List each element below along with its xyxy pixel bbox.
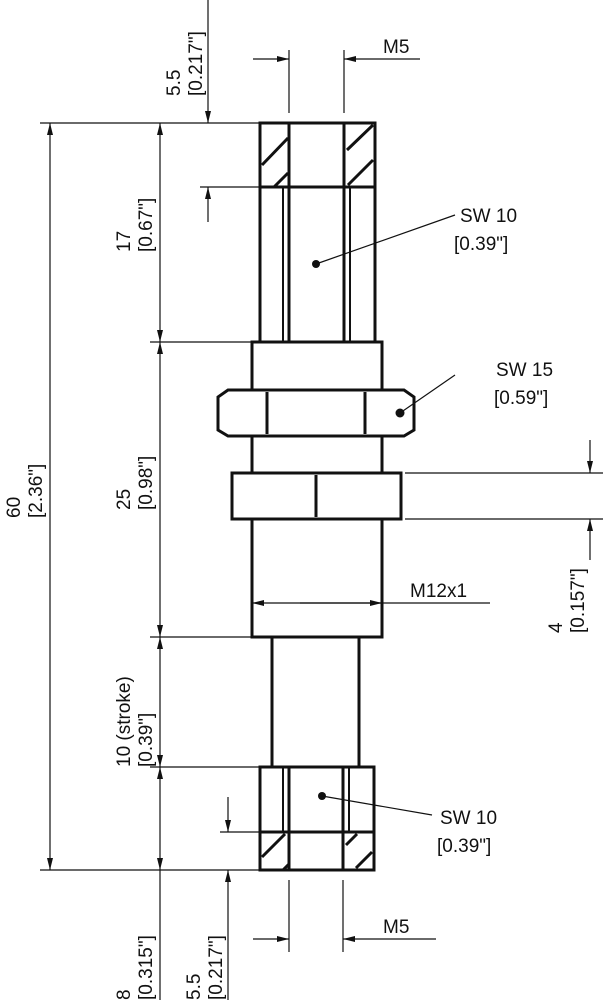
- bottom-inch: [0.315"]: [136, 935, 157, 1000]
- top-depth-value: 5.5: [164, 70, 185, 96]
- stroke-value: 10 (stroke): [114, 676, 135, 767]
- nut-inch: [0.157"]: [568, 568, 589, 633]
- top-depth-inch: [0.217"]: [186, 31, 207, 96]
- body-value: 25: [114, 489, 135, 510]
- top-thread-label: M5: [383, 37, 409, 58]
- leaders: [312, 214, 456, 816]
- bottom-depth-inch: [0.217"]: [206, 935, 227, 1000]
- body-inch: [0.98"]: [136, 456, 157, 510]
- top-section-value: 17: [114, 231, 135, 252]
- bottom-thread-label: M5: [383, 917, 409, 938]
- top-end-fitting: [258, 121, 377, 344]
- dimension-lines: [47, 0, 593, 1000]
- bottom-value: 8: [114, 989, 135, 1000]
- total-inch: [2.36"]: [26, 464, 47, 518]
- bottom-depth-value: 5.5: [184, 974, 205, 1000]
- body-thread-label: M12x1: [410, 581, 467, 602]
- nut-value: 4: [546, 622, 567, 633]
- sw-nut-inch: [0.59"]: [494, 388, 548, 409]
- sw-bottom-label: SW 10: [440, 808, 497, 829]
- sw-top-inch: [0.39"]: [454, 234, 508, 255]
- sw-nut-label: SW 15: [496, 360, 553, 381]
- stroke-inch: [0.39"]: [136, 713, 157, 767]
- sw-bottom-inch: [0.39"]: [437, 836, 491, 857]
- top-section-inch: [0.67"]: [136, 198, 157, 252]
- total-value: 60: [4, 497, 25, 518]
- extension-lines: [40, 50, 603, 952]
- sw-top-label: SW 10: [460, 206, 517, 227]
- threaded-body: [216, 340, 416, 639]
- piston-rod: [258, 637, 376, 872]
